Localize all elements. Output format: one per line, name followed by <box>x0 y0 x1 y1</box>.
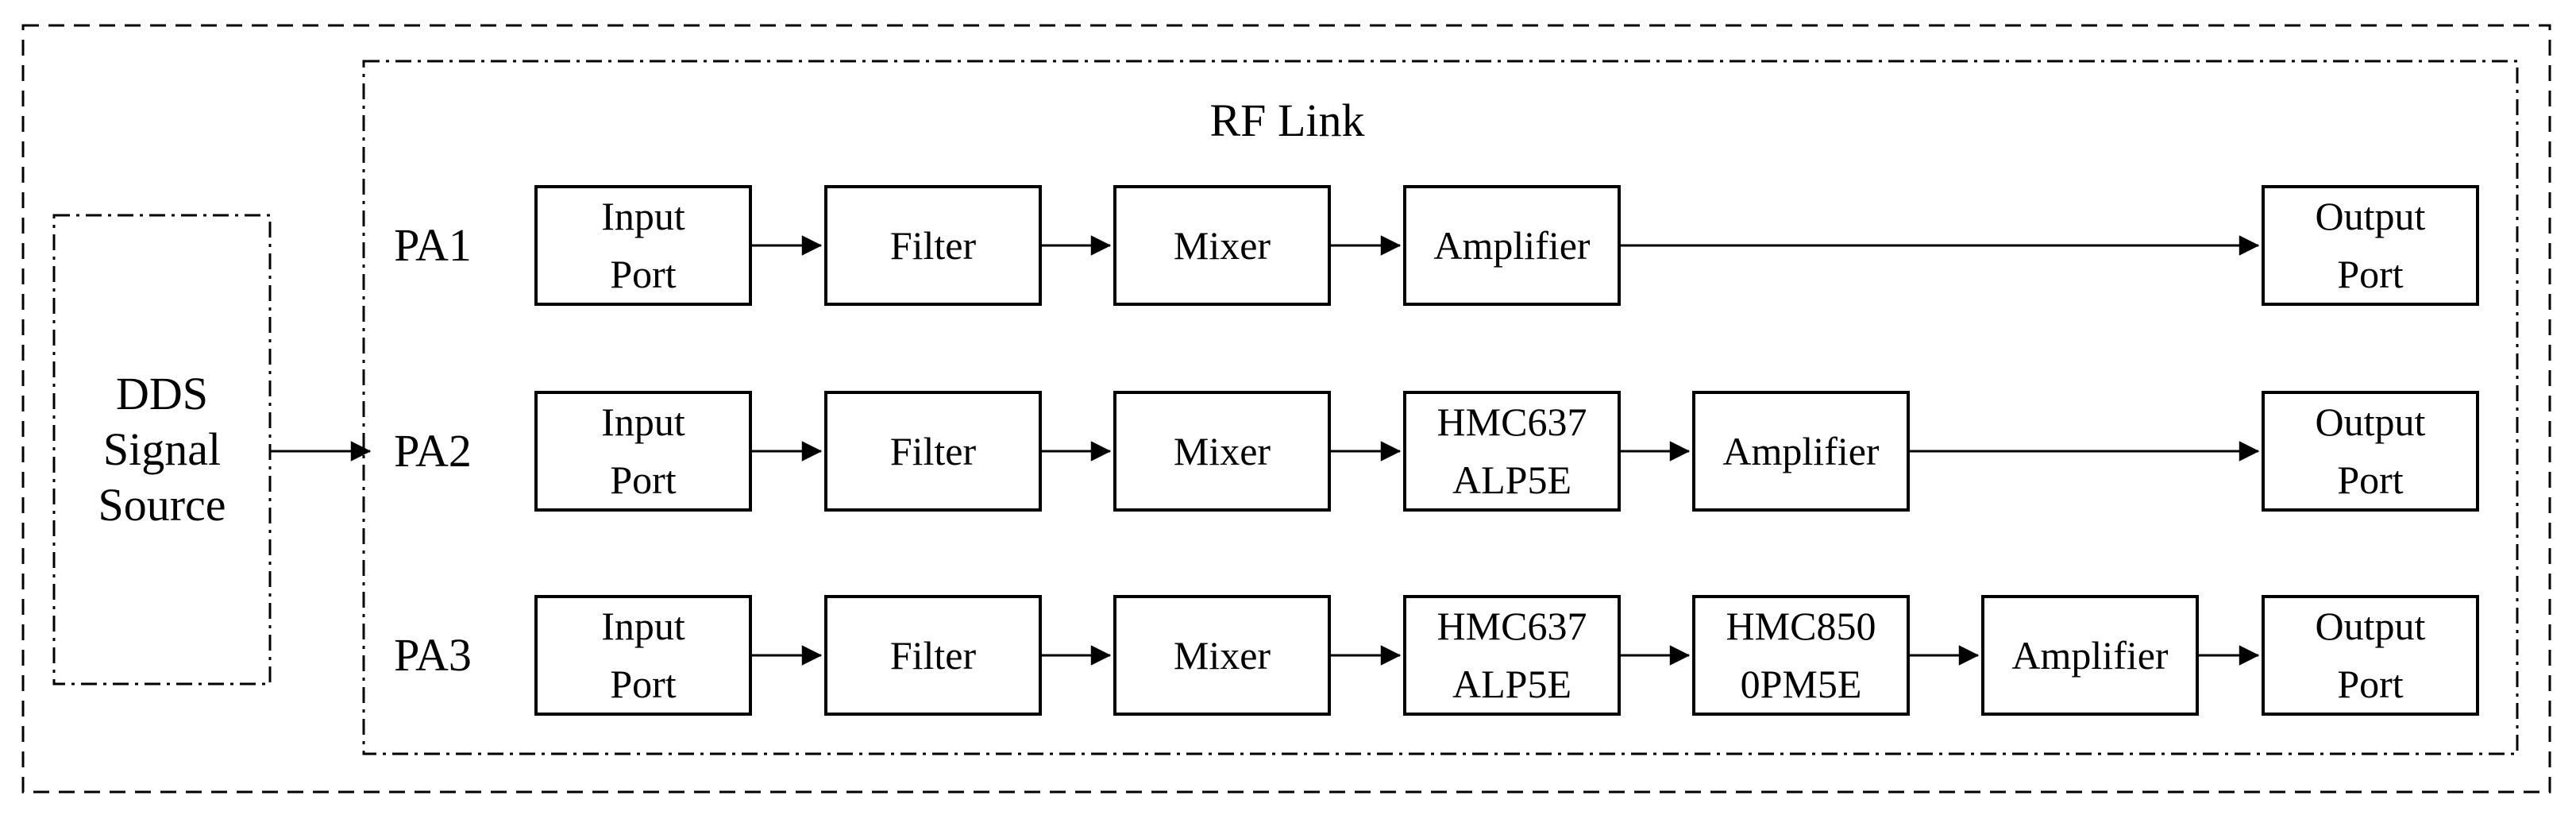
pa2-block-amplifier: Amplifier <box>1692 391 1910 512</box>
block-label-line: Amplifier <box>1722 428 1880 473</box>
block-label-line: Port <box>2337 662 2404 706</box>
pa1-block-mixer: Mixer <box>1113 185 1331 306</box>
block-label-line: Port <box>2337 458 2404 502</box>
pa1-block-output-port: Output Port <box>2262 185 2479 306</box>
dds-signal-source-label: DDS Signal Source <box>54 215 270 684</box>
branch-label-pa2: PA2 <box>394 425 472 477</box>
block-label-line: Mixer <box>1173 428 1271 473</box>
block-label-line: Input <box>601 194 685 238</box>
dds-label-line: Signal <box>102 423 222 475</box>
branch-label-pa3: PA3 <box>394 629 472 681</box>
block-label-line: Port <box>2337 252 2404 296</box>
block-label-line: Filter <box>889 222 977 268</box>
block-label-line: Amplifier <box>2011 632 2169 678</box>
dds-source-boundary <box>52 214 272 686</box>
block-label-line: Filter <box>889 632 977 678</box>
outer-system-boundary <box>21 24 2551 794</box>
pa2-block-hmc637alp5e: HMC637 ALP5E <box>1403 391 1621 512</box>
block-label-line: ALP5E <box>1452 662 1571 706</box>
block-label-line: ALP5E <box>1452 458 1571 502</box>
block-label-line: Mixer <box>1173 632 1271 678</box>
rf-link-title: RF Link <box>1209 95 1365 146</box>
block-label-line: Mixer <box>1173 222 1271 268</box>
block-label-line: Port <box>610 252 677 296</box>
pa1-block-amplifier: Amplifier <box>1403 185 1621 306</box>
dds-label-line: Source <box>98 479 226 531</box>
block-label-line: Output <box>2315 400 2426 444</box>
pa3-block-input-port: Input Port <box>534 595 752 716</box>
pa2-block-mixer: Mixer <box>1113 391 1331 512</box>
pa3-block-mixer: Mixer <box>1113 595 1331 716</box>
pa1-block-input-port: Input Port <box>534 185 752 306</box>
block-label-line: Amplifier <box>1433 222 1591 268</box>
block-label-line: Input <box>601 604 685 648</box>
pa3-block-hmc8500pm5e: HMC850 0PM5E <box>1692 595 1910 716</box>
block-label-line: Filter <box>889 428 977 473</box>
rf-link-boundary <box>362 60 2519 755</box>
block-label-line: Port <box>610 662 677 706</box>
pa1-block-filter: Filter <box>824 185 1042 306</box>
pa3-block-filter: Filter <box>824 595 1042 716</box>
dds-label-line: DDS <box>115 368 209 419</box>
block-label-line: HMC637 <box>1436 400 1587 444</box>
block-label-line: 0PM5E <box>1740 662 1862 706</box>
block-label-line: Input <box>601 400 685 444</box>
block-label-line: HMC637 <box>1436 604 1587 648</box>
pa2-block-output-port: Output Port <box>2262 391 2479 512</box>
block-label-line: Port <box>610 458 677 502</box>
pa3-block-amplifier: Amplifier <box>1981 595 2199 716</box>
pa3-block-hmc637alp5e: HMC637 ALP5E <box>1403 595 1621 716</box>
block-label-line: Output <box>2315 604 2426 648</box>
pa2-block-input-port: Input Port <box>534 391 752 512</box>
branch-label-pa1: PA1 <box>394 219 472 271</box>
block-label-line: Output <box>2315 194 2426 238</box>
pa2-block-filter: Filter <box>824 391 1042 512</box>
pa3-block-output-port: Output Port <box>2262 595 2479 716</box>
block-label-line: HMC850 <box>1726 604 1876 648</box>
